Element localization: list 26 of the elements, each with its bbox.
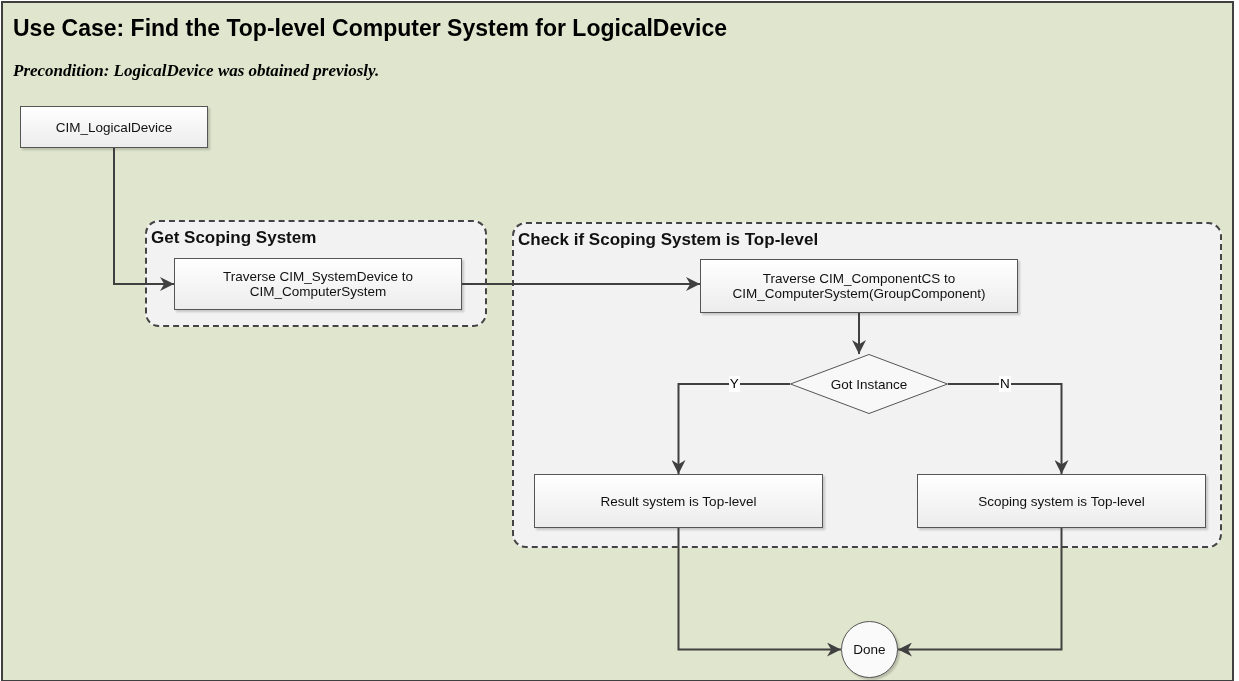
group-heading: Check if Scoping System is Top-level bbox=[518, 230, 819, 250]
group-heading: Get Scoping System bbox=[151, 228, 317, 248]
arrow bbox=[897, 527, 1063, 657]
process-box bbox=[174, 258, 462, 310]
arrow bbox=[852, 312, 866, 355]
node-label: Traverse CIM_ComponentCS to CIM_ComputerSystem(GroupComponent) bbox=[731, 271, 987, 301]
node-label: Result system is Top-level bbox=[600, 493, 757, 509]
node-label: Scoping system is Top-level bbox=[978, 493, 1145, 509]
process-box bbox=[700, 259, 1018, 313]
arrow bbox=[461, 277, 701, 291]
node-label: Got Instance bbox=[830, 376, 908, 392]
process-box bbox=[20, 106, 208, 148]
arrow bbox=[671, 383, 791, 475]
node-label: Traverse CIM_SystemDevice to CIM_ComputerSystem bbox=[221, 269, 415, 299]
arrow bbox=[947, 383, 1069, 475]
process-box bbox=[917, 474, 1206, 528]
node-label: CIM_LogicalDevice bbox=[55, 119, 173, 135]
precondition-note: Precondition: LogicalDevice was obtained previosly. bbox=[13, 61, 380, 81]
edge-label: Y bbox=[728, 376, 740, 392]
arrow bbox=[677, 527, 842, 657]
node-label: Done bbox=[853, 642, 886, 657]
group-panel bbox=[145, 220, 487, 327]
arrow bbox=[113, 147, 175, 291]
diagram-title: Use Case: Find the Top-level Computer System for LogicalDevice bbox=[13, 15, 728, 42]
process-box bbox=[534, 474, 823, 528]
group-panel bbox=[512, 222, 1222, 548]
